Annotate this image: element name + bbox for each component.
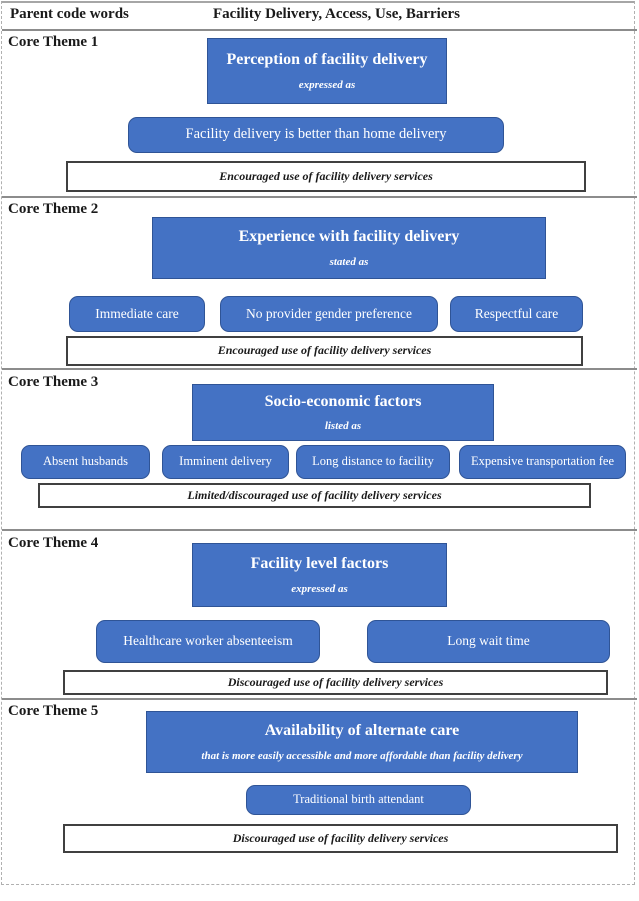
theme-3-code-box: Long distance to facility bbox=[296, 445, 450, 479]
theme-1-code-box: Facility delivery is better than home de… bbox=[128, 117, 504, 153]
theme-3-code-box: Absent husbands bbox=[21, 445, 150, 479]
theme-4-code-box: Long wait time bbox=[367, 620, 610, 663]
core-theme-5-label: Core Theme 5 bbox=[8, 703, 99, 719]
theme-2-title-box: Experience with facility delivery stated… bbox=[152, 217, 546, 279]
theme-5-title: Availability of alternate care bbox=[264, 722, 460, 740]
theme-3-code-box: Expensive transportation fee bbox=[459, 445, 626, 479]
theme-5-subtitle: that is more easily accessible and more … bbox=[201, 749, 523, 762]
theme-1-outcome-box: Encouraged use of facility delivery serv… bbox=[66, 161, 586, 192]
theme-1-title-box: Perception of facility delivery expresse… bbox=[207, 38, 447, 104]
theme-2-title: Experience with facility delivery bbox=[238, 228, 460, 246]
theme-5-outcome-box: Discouraged use of facility delivery ser… bbox=[63, 824, 618, 853]
theme-5-title-box: Availability of alternate care that is m… bbox=[146, 711, 578, 773]
theme-1-title: Perception of facility delivery bbox=[226, 51, 428, 69]
core-theme-4-label: Core Theme 4 bbox=[8, 535, 99, 551]
divider-header bbox=[2, 29, 637, 31]
theme-5-code-box: Traditional birth attendant bbox=[246, 785, 471, 815]
core-theme-2-label: Core Theme 2 bbox=[8, 201, 99, 217]
theme-4-title-box: Facility level factors expressed as bbox=[192, 543, 447, 607]
divider-theme1-theme2 bbox=[2, 196, 637, 198]
figure-frame bbox=[1, 1, 635, 885]
core-theme-1-label: Core Theme 1 bbox=[8, 34, 99, 50]
divider-theme4-theme5 bbox=[2, 698, 637, 700]
theme-2-outcome-box: Encouraged use of facility delivery serv… bbox=[66, 336, 583, 366]
theme-1-subtitle: expressed as bbox=[298, 78, 356, 91]
theme-3-code-box: Imminent delivery bbox=[162, 445, 289, 479]
theme-2-code-box: Immediate care bbox=[69, 296, 205, 332]
theme-3-title: Socio-economic factors bbox=[264, 392, 422, 410]
theme-4-code-box: Healthcare worker absenteeism bbox=[96, 620, 320, 663]
divider-theme3-theme4 bbox=[2, 529, 637, 531]
theme-4-title: Facility level factors bbox=[250, 555, 389, 573]
theme-4-subtitle: expressed as bbox=[291, 582, 348, 595]
theme-4-outcome-box: Discouraged use of facility delivery ser… bbox=[63, 670, 608, 695]
theme-2-code-box: Respectful care bbox=[450, 296, 583, 332]
core-theme-3-label: Core Theme 3 bbox=[8, 374, 99, 390]
theme-3-outcome-box: Limited/discouraged use of facility deli… bbox=[38, 483, 591, 508]
theme-2-code-box: No provider gender preference bbox=[220, 296, 438, 332]
theme-2-subtitle: stated as bbox=[329, 255, 369, 268]
header-parent-code-words: Parent code words bbox=[10, 6, 129, 22]
theme-3-title-box: Socio-economic factors listed as bbox=[192, 384, 494, 441]
header-facility-delivery-topics: Facility Delivery, Access, Use, Barriers bbox=[213, 6, 461, 22]
divider-theme2-theme3 bbox=[2, 368, 637, 370]
theme-3-subtitle: listed as bbox=[324, 420, 362, 433]
